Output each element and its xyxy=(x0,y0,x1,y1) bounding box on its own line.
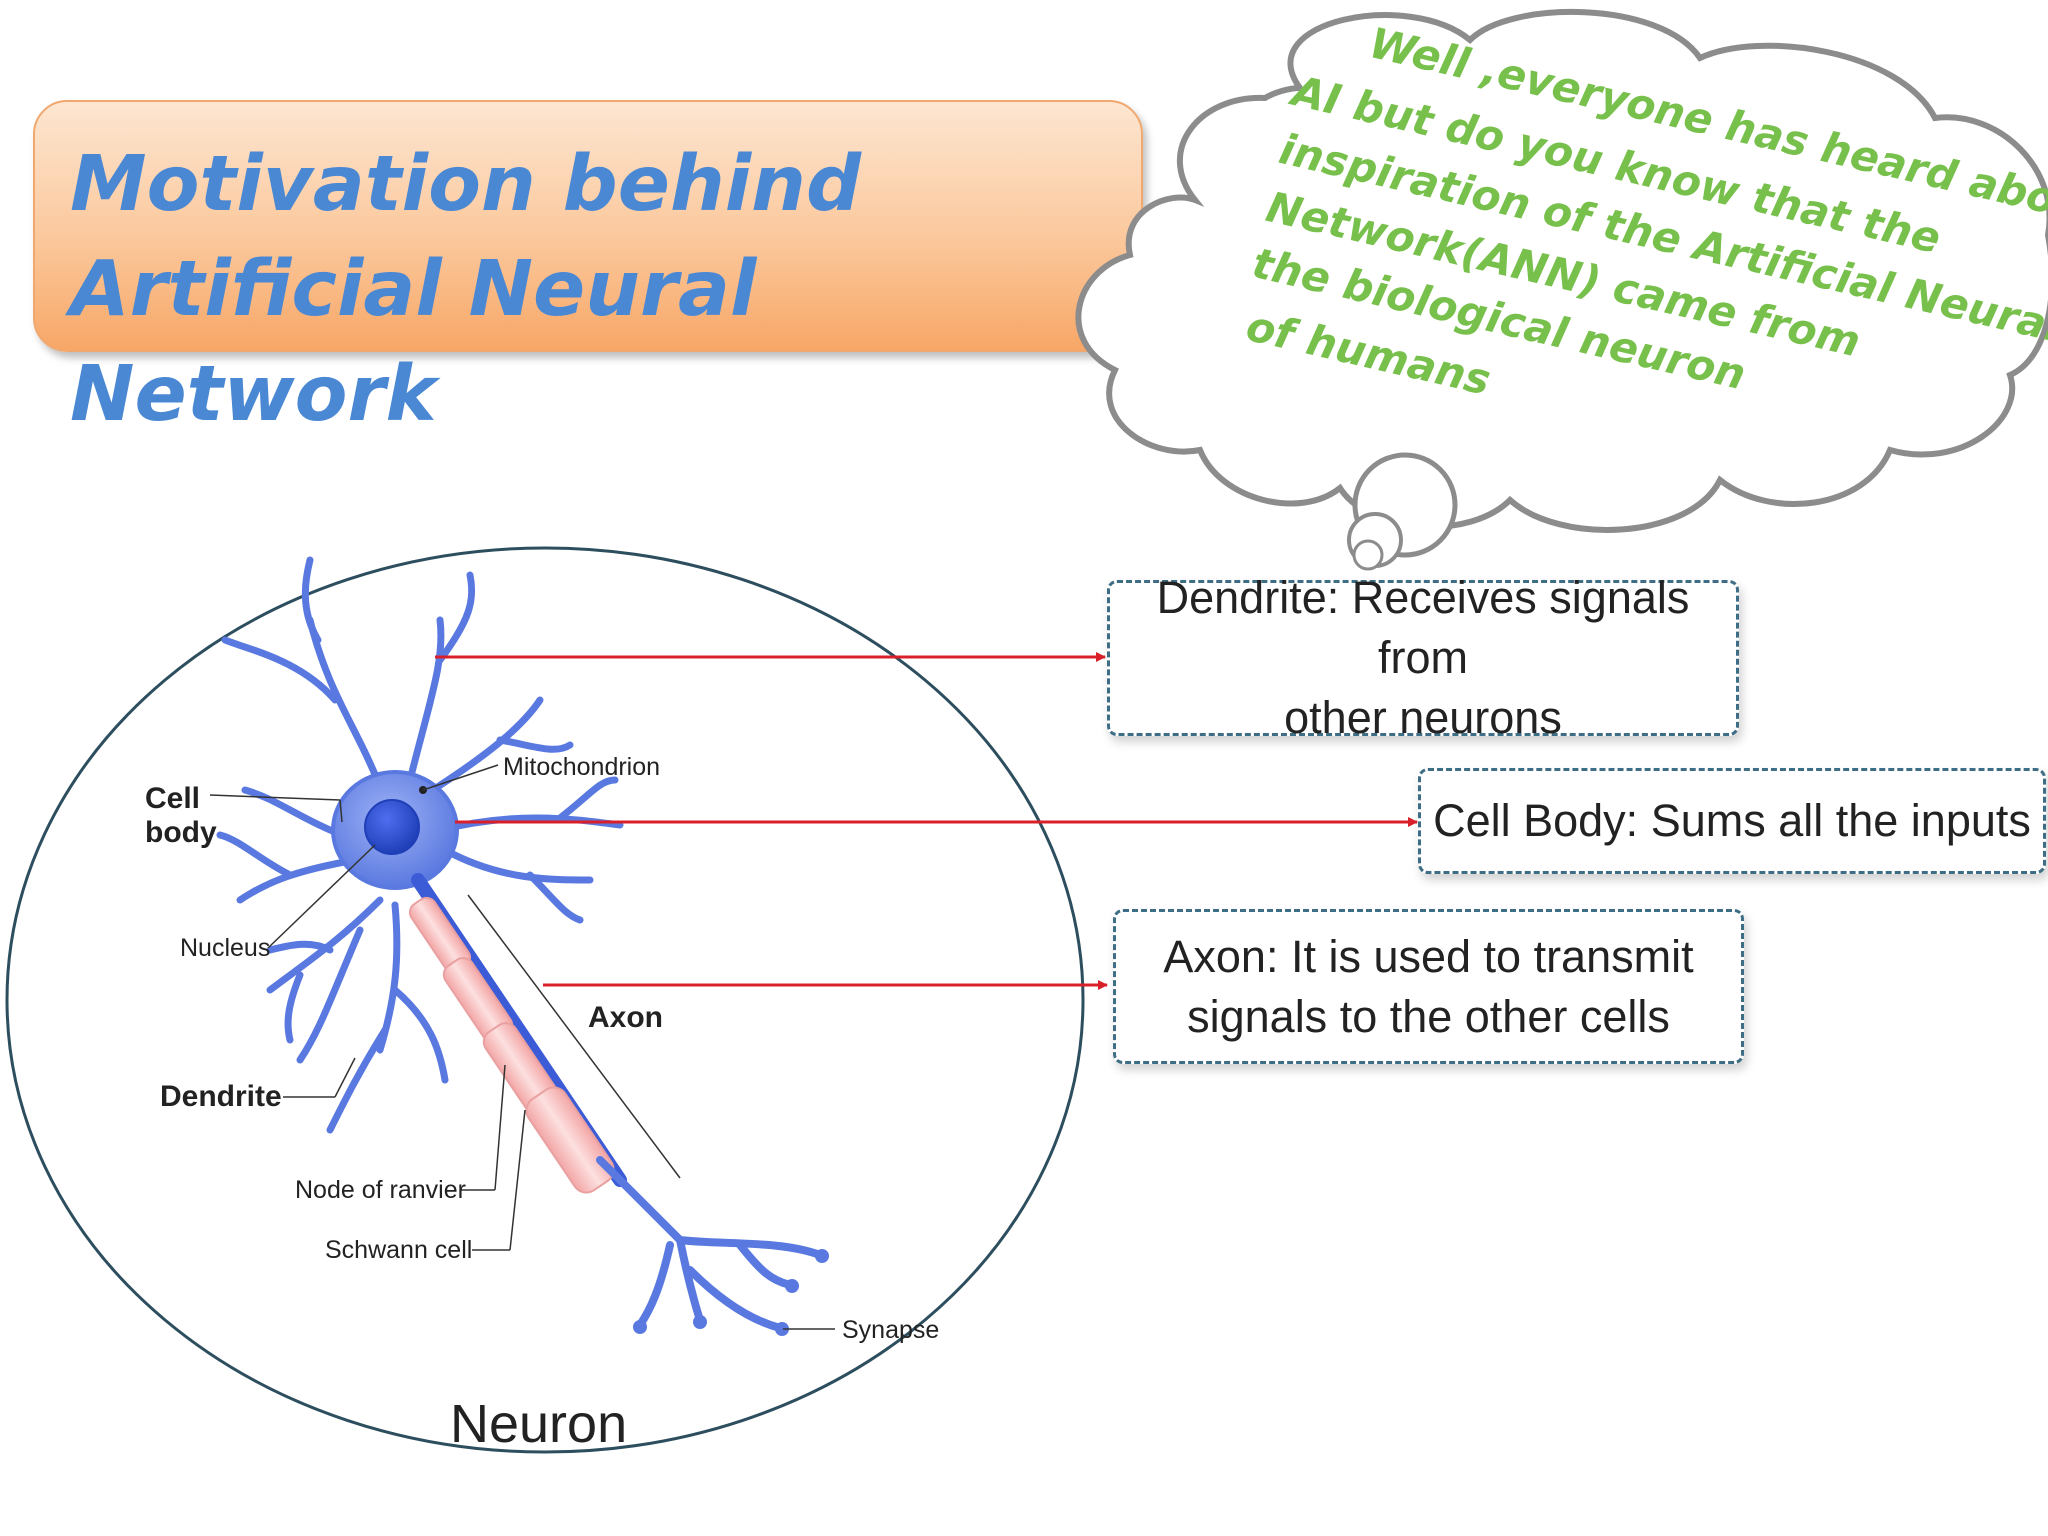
axon-terminals xyxy=(596,1156,824,1332)
page-title: Motivation behind Artificial Neural Netw… xyxy=(70,140,862,439)
cell-body-label-line1: Cell xyxy=(145,782,200,815)
synapse-terminals xyxy=(633,1249,829,1336)
axon-info-line1: Axon: It is used to transmit xyxy=(1163,930,1694,982)
dendrite-info-line1: Dendrite: Receives signals from xyxy=(1156,572,1690,683)
schwann-cell-label: Schwann cell xyxy=(325,1236,472,1264)
cell-body-info-box: Cell Body: Sums all the inputs xyxy=(1418,768,2046,874)
nucleus-label: Nucleus xyxy=(180,934,270,962)
dendrite-info-box: Dendrite: Receives signals from other ne… xyxy=(1107,572,1739,743)
title-banner: Motivation behind Artificial Neural Netw… xyxy=(33,100,1143,439)
thought-cloud xyxy=(1075,8,2048,533)
node-of-ranvier-label: Node of ranvier xyxy=(295,1176,466,1204)
cell-body-info-line1: Cell Body: Sums all the inputs xyxy=(1433,795,2031,846)
axon-info-line2: signals to the other cells xyxy=(1187,990,1670,1042)
neuron-frame-circle xyxy=(5,546,1085,1454)
axon-label: Axon xyxy=(588,1001,663,1034)
cell-body-label-line2: body xyxy=(145,816,217,849)
thought-bubble-small xyxy=(1352,539,1384,571)
pointer-arrows xyxy=(435,652,1418,990)
myelin-sheath xyxy=(408,896,615,1194)
neuron-caption: Neuron xyxy=(450,1394,627,1454)
thought-bubble xyxy=(1075,8,2048,571)
dendrite-branches xyxy=(216,556,624,1134)
neuron-illustration xyxy=(216,556,829,1336)
axon-info-box: Axon: It is used to transmit signals to … xyxy=(1113,909,1744,1064)
neuron-labels: Cell body Mitochondrion Nucleus Axon Den… xyxy=(145,753,939,1454)
nucleus-shape xyxy=(364,799,420,855)
dendrite-info-line2: other neurons xyxy=(1284,692,1562,743)
dendrite-label: Dendrite xyxy=(160,1080,282,1113)
mitochondrion-label: Mitochondrion xyxy=(503,753,660,781)
synapse-label: Synapse xyxy=(842,1316,939,1344)
label-leader-lines xyxy=(209,764,835,1330)
